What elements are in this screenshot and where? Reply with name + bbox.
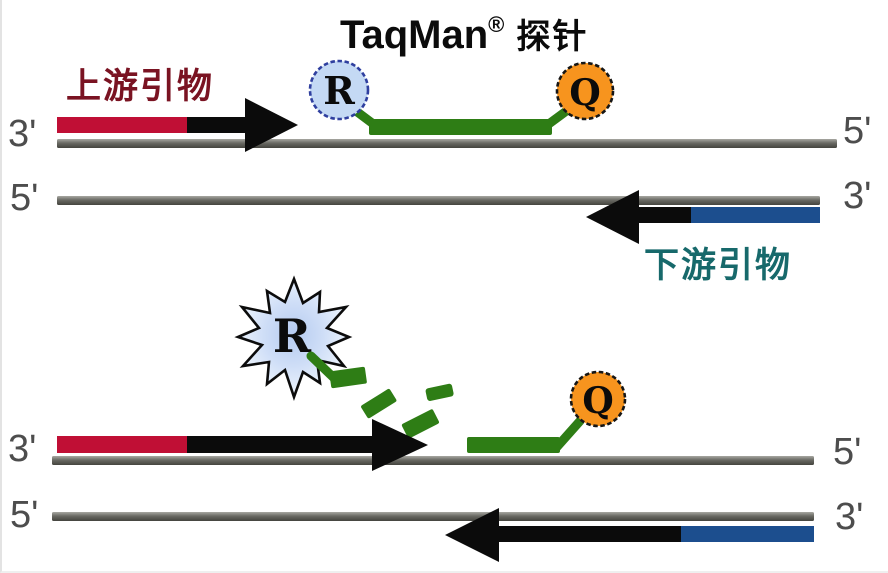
forward-primer-bar-bottom (57, 436, 189, 453)
complement-strand-line-top (57, 196, 820, 205)
reverse-extension-shaft-bottom (498, 526, 681, 542)
probe-remnant-bar (467, 437, 560, 453)
quencher-dye-circle (555, 61, 615, 121)
probe-fragment-3 (401, 409, 439, 439)
strand4-left-end-label: 5' (10, 494, 39, 536)
forward-primer-bar (57, 117, 189, 133)
title-product-name: TaqMan (340, 13, 489, 57)
probe-fragment-1 (361, 388, 397, 419)
template-strand-line-top (57, 139, 837, 148)
template-strand-line-bottom (52, 456, 814, 465)
strand3-left-end-label: 3' (8, 428, 37, 470)
strand4-right-end-label: 3' (835, 496, 864, 538)
forward-extension-shaft-bottom (187, 436, 374, 453)
complement-strand-line-bottom (52, 512, 814, 521)
reporter-letter: R (323, 68, 355, 113)
probe-fragment-attached (329, 366, 367, 389)
reverse-extension-arrowhead-icon (586, 190, 639, 244)
reverse-primer-label: 下游引物 (644, 246, 793, 285)
quencher-dye-circle-bottom (569, 370, 627, 428)
quencher-letter: Q (569, 72, 600, 114)
reverse-extension-shaft (638, 207, 691, 223)
forward-extension-arrowhead-icon (245, 98, 298, 152)
probe-bar (369, 119, 552, 135)
strand2-right-end-label: 3' (843, 175, 872, 217)
fluorescence-burst-icon (234, 275, 353, 401)
strand1-right-end-label: 5' (843, 110, 872, 152)
reverse-primer-bar-bottom (679, 526, 814, 542)
strand3-right-end-label: 5' (833, 431, 862, 473)
reporter-dye-circle (308, 59, 370, 121)
diagram-title: TaqMan® 探针 (340, 9, 588, 58)
forward-extension-shaft (187, 117, 247, 133)
strand1-left-end-label: 3' (8, 113, 37, 155)
probe-fragment-2 (425, 383, 454, 401)
strand2-left-end-label: 5' (10, 177, 39, 219)
released-reporter-letter: R (273, 309, 312, 363)
forward-primer-label: 上游引物 (66, 67, 215, 106)
title-probe-word: 探针 (516, 18, 589, 56)
quencher-linker-bottom (551, 416, 585, 453)
reverse-primer-bar (689, 207, 820, 223)
quencher-letter-bottom: Q (582, 380, 613, 422)
registered-trademark-icon: ® (488, 12, 505, 37)
forward-extension-arrowhead-bottom-icon (372, 419, 428, 471)
reverse-extension-arrowhead-bottom-icon (445, 508, 499, 562)
